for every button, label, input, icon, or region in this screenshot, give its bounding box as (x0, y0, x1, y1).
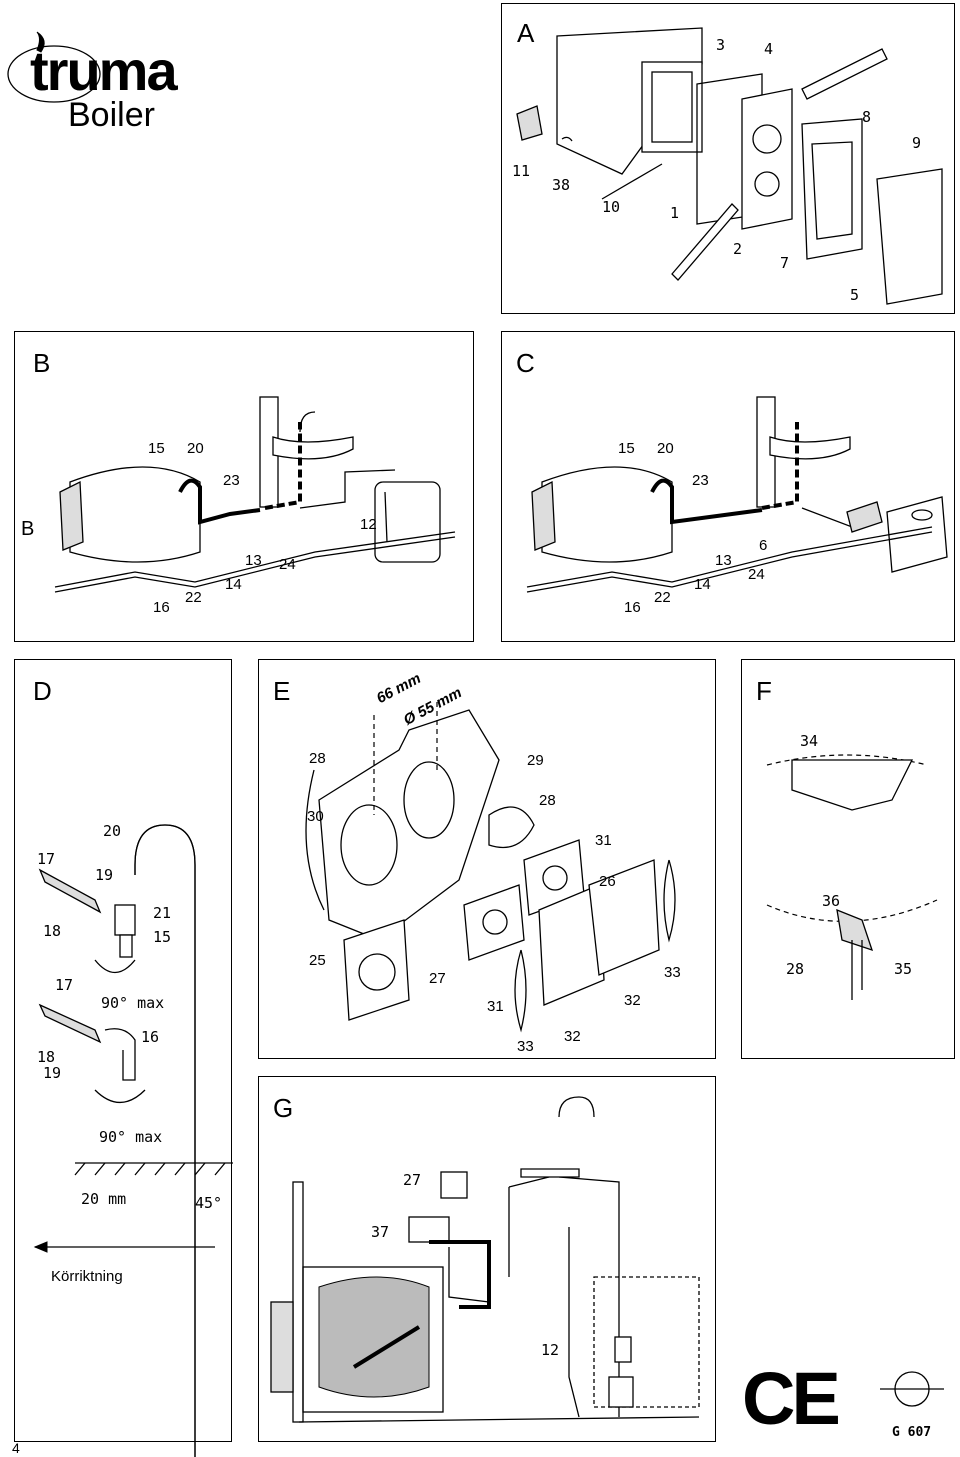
callout-1: 1 (670, 204, 680, 222)
logo-graphic (7, 31, 101, 103)
callout-34: 34 (800, 732, 819, 750)
callout-17: 17 (37, 850, 56, 868)
callout-36: 36 (822, 892, 841, 910)
approval-symbol (880, 1371, 944, 1407)
callout-30: 30 (307, 808, 324, 825)
angle-label-lower: 90° max (99, 1128, 163, 1146)
callout-13: 13 (715, 552, 732, 569)
callout-14: 14 (694, 576, 711, 593)
callout-26: 26 (599, 873, 616, 890)
panel-letter: B (33, 348, 51, 378)
callout-32: 32 (624, 992, 641, 1009)
ce-mark: CE (742, 1357, 841, 1440)
callout-37: 37 (371, 1223, 390, 1241)
callout-33b: 33 (517, 1038, 534, 1055)
callout-22: 22 (654, 589, 671, 606)
callout-20: 20 (103, 822, 122, 840)
panel-f: F 34 36 28 35 (741, 659, 955, 1059)
panel-letter: C (516, 348, 535, 378)
callout-15: 15 (618, 440, 635, 457)
callout-31b: 31 (487, 998, 504, 1015)
water-connection-drawing (526, 396, 948, 593)
callout-25: 25 (309, 952, 326, 969)
callout-28: 28 (786, 960, 805, 978)
panel-g: G 27 37 12 (258, 1076, 716, 1442)
callout-28: 28 (309, 750, 326, 767)
callout-15: 15 (153, 928, 172, 946)
callout-11: 11 (512, 162, 531, 180)
callout-35: 35 (894, 960, 913, 978)
angle-label-upper: 90° max (101, 994, 165, 1012)
callout-12: 12 (541, 1341, 560, 1359)
callout-6: 6 (759, 537, 768, 554)
callout-22: 22 (185, 589, 202, 606)
callout-23: 23 (692, 472, 709, 489)
exploded-installation-drawing (516, 27, 943, 305)
panel-b: B B 15 20 23 12 13 24 14 16 22 (14, 331, 474, 642)
callout-16: 16 (141, 1028, 160, 1046)
brand-wordmark: truma (30, 39, 178, 102)
callout-7: 7 (780, 254, 790, 272)
callout-5: 5 (850, 286, 860, 304)
callout-9: 9 (912, 134, 922, 152)
panel-letter: E (273, 676, 291, 706)
direction-label: Körriktning (51, 1268, 123, 1285)
callout-2: 2 (733, 240, 743, 258)
callout-20: 20 (657, 440, 674, 457)
callout-27: 27 (403, 1171, 422, 1189)
side-label-b: B (21, 518, 35, 540)
callout-19: 19 (95, 866, 114, 884)
system-schematic-drawing (270, 1096, 700, 1423)
callout-16: 16 (624, 599, 641, 616)
pipe-connection-drawing (33, 824, 233, 1457)
callout-38: 38 (552, 176, 571, 194)
gas-approval-mark: G 607 (876, 1365, 956, 1445)
callout-16: 16 (153, 599, 170, 616)
product-title: Boiler (68, 96, 155, 134)
callout-14: 14 (225, 576, 242, 593)
water-connection-drawing (54, 396, 456, 593)
panel-c: C 15 20 23 6 13 24 14 16 22 (501, 331, 955, 642)
callout-24: 24 (279, 556, 296, 573)
panel-d: D 20 17 19 18 21 15 17 16 18 19 90° max … (14, 659, 233, 1457)
page-number: 4 (12, 1440, 20, 1456)
callout-23: 23 (223, 472, 240, 489)
callout-29: 29 (527, 752, 544, 769)
dimension-45deg: 45° (195, 1194, 223, 1212)
panel-letter: G (273, 1093, 294, 1123)
exploded-panel-drawing (305, 702, 676, 1033)
callout-33: 33 (664, 964, 681, 981)
cover-detail-drawing (766, 754, 938, 1000)
callout-10: 10 (602, 198, 621, 216)
callout-13: 13 (245, 552, 262, 569)
panel-e: E 66 mm Ø 55 mm 28 29 30 28 31 26 25 27 … (258, 659, 716, 1059)
gas-approval-code: G 607 (892, 1425, 932, 1440)
callout-12: 12 (360, 516, 377, 533)
callout-19b: 19 (43, 1064, 62, 1082)
callout-21: 21 (153, 904, 172, 922)
callout-17b: 17 (55, 976, 74, 994)
callout-28b: 28 (539, 792, 556, 809)
callout-20: 20 (187, 440, 204, 457)
callout-15: 15 (148, 440, 165, 457)
callout-18: 18 (43, 922, 62, 940)
panel-letter: D (33, 676, 52, 706)
panel-letter: A (517, 18, 535, 48)
panel-a: A 3 4 8 9 11 38 10 1 2 7 5 (501, 3, 955, 314)
callout-31: 31 (595, 832, 612, 849)
dimension-20mm: 20 mm (81, 1190, 127, 1208)
panel-letter: F (756, 676, 772, 706)
callout-3: 3 (716, 36, 726, 54)
callout-4: 4 (764, 40, 774, 58)
callout-24: 24 (748, 566, 765, 583)
callout-18b: 18 (37, 1048, 56, 1066)
callout-27: 27 (429, 970, 446, 987)
truma-logo: truma Boiler (2, 30, 242, 140)
callout-32b: 32 (564, 1028, 581, 1045)
callout-8: 8 (862, 108, 872, 126)
